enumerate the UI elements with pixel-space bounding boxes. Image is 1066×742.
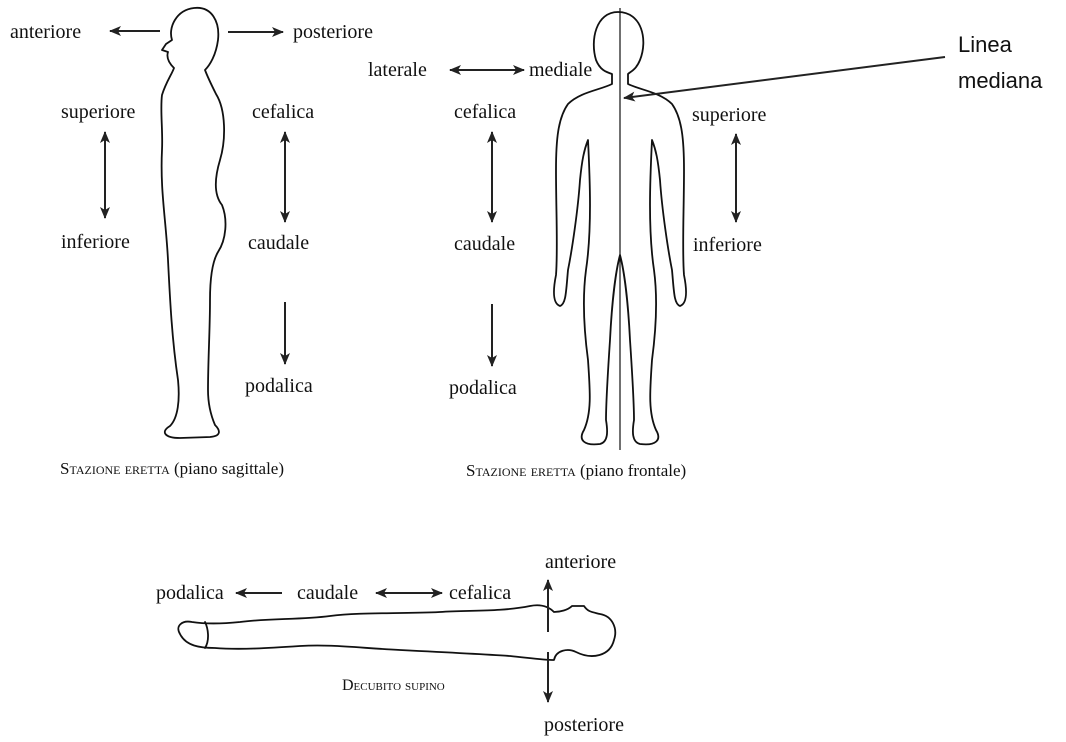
label-anteriore-supine: anteriore (545, 551, 616, 573)
median-pointer-arrow (624, 57, 945, 98)
caption-frontal-smallcaps: Stazione eretta (466, 461, 576, 480)
label-laterale: laterale (368, 59, 427, 81)
label-cefalica-sagittal: cefalica (252, 101, 314, 123)
caption-sagittal: Stazione eretta (piano sagittale) (60, 459, 284, 478)
caption-sagittal-rest: (piano sagittale) (174, 459, 284, 478)
label-inferiore-sagittal: inferiore (61, 231, 130, 253)
label-cefalica-supine: cefalica (449, 582, 511, 604)
caption-frontal: Stazione eretta (piano frontale) (466, 461, 686, 480)
label-mediale: mediale (529, 59, 592, 81)
label-superiore-sagittal: superiore (61, 101, 136, 123)
label-superiore-frontal: superiore (692, 104, 767, 126)
caption-sagittal-smallcaps: Stazione eretta (60, 459, 170, 478)
label-posteriore-supine: posteriore (544, 714, 624, 736)
sagittal-figure (161, 8, 225, 438)
label-inferiore-frontal: inferiore (693, 234, 762, 256)
label-caudale-sagittal: caudale (248, 232, 309, 254)
caption-frontal-rest: (piano frontale) (580, 461, 686, 480)
label-anteriore-sagittal: anteriore (10, 21, 81, 43)
label-caudale-frontal: caudale (454, 233, 515, 255)
label-podalica-supine: podalica (156, 582, 224, 604)
label-podalica-sagittal: podalica (245, 375, 313, 397)
label-linea: Linea (958, 32, 1013, 57)
caption-supine: Decubito supino (342, 677, 445, 694)
label-caudale-supine: caudale (297, 582, 358, 604)
label-mediana: mediana (958, 68, 1043, 93)
label-posteriore-sagittal: posteriore (293, 21, 373, 43)
supine-figure (178, 605, 615, 660)
label-podalica-frontal: podalica (449, 377, 517, 399)
label-cefalica-frontal: cefalica (454, 101, 516, 123)
